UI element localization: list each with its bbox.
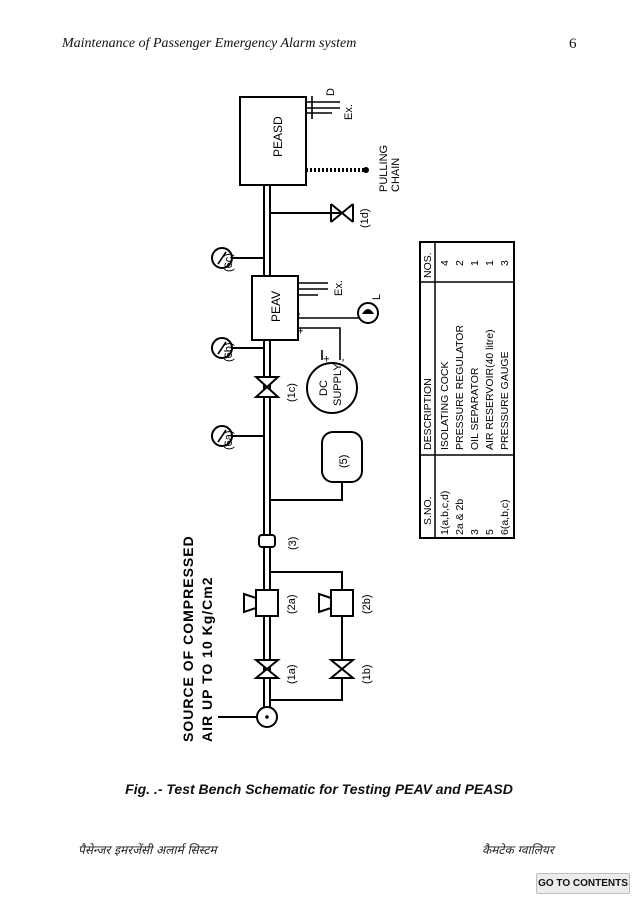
reservoir-pipe [270, 478, 343, 501]
footer-hindi-title: पैसेन्जर इमरजेंसी अलार्म सिस्टम [78, 843, 217, 857]
label-1b: (1b) [361, 664, 373, 684]
dc-plus-terminal: + [321, 356, 333, 362]
lamp-label: L [371, 294, 383, 300]
header-title: Maintenance of Passenger Emergency Alarm… [62, 36, 357, 51]
table-cell-nos: 3 [499, 260, 511, 266]
table-cell-sno: 1(a,b,c,d) [439, 491, 451, 535]
air-reservoir [321, 431, 363, 483]
table-cell-sno: 5 [484, 529, 496, 535]
peav-label: PEAV [269, 291, 283, 322]
table-cell-sno: 2a & 2b [454, 499, 466, 535]
valve-1c [253, 376, 281, 398]
pulling-chain-label-2: CHAIN [390, 158, 402, 192]
valve-1a [253, 659, 281, 679]
wire-peav-dc [298, 327, 341, 360]
table-cell-sno: 6(a,b,c) [499, 499, 511, 535]
peav-plus-terminal: + [295, 328, 307, 334]
regulator-2a [255, 589, 279, 617]
table-header-nos: NOS. [422, 252, 434, 278]
table-cell-desc: PRESSURE GAUGE [499, 351, 511, 450]
table-cell-nos: 1 [484, 260, 496, 266]
dc-supply-label-1: DC [318, 380, 330, 396]
page-number: 6 [569, 36, 577, 52]
figure-caption: Fig. .- Test Bench Schematic for Testing… [125, 781, 513, 797]
parts-table: S.NO. DESCRIPTION NOS. 1(a,b,c,d) ISOLAT… [419, 241, 515, 539]
label-3: (3) [287, 537, 299, 550]
oil-separator [258, 534, 276, 548]
label-6b: (6b) [223, 342, 235, 362]
table-cell-desc: PRESSURE REGULATOR [454, 325, 466, 450]
table-cell-nos: 2 [454, 260, 466, 266]
dc-minus-terminal: - [337, 358, 349, 362]
label-1a: (1a) [286, 664, 298, 684]
table-cell-sno: 3 [469, 529, 481, 535]
label-2b: (2b) [361, 594, 373, 614]
table-cell-desc: OIL SEPARATOR [469, 367, 481, 450]
peasd-box [239, 96, 307, 186]
lamp-fill [362, 309, 374, 314]
regulator-2b-spring [318, 592, 332, 614]
table-header-sno: S.NO. [422, 496, 434, 525]
gauge-6b-needle [217, 341, 227, 355]
footer-hindi-org: कैमटेक ग्वालियर [482, 843, 554, 857]
source-label-line-1: SOURCE OF COMPRESSED [180, 535, 196, 742]
label-6c: (6c) [223, 253, 235, 272]
go-to-contents-button[interactable]: GO TO CONTENTS [536, 873, 630, 894]
peasd-exhaust-label: Ex. [343, 104, 355, 120]
peav-exhaust-label: Ex. [333, 280, 345, 296]
peav-box [251, 275, 299, 341]
gauge-6a-needle [217, 429, 227, 443]
bypass-pipe [270, 571, 343, 701]
label-6a: (6a) [223, 430, 235, 450]
pulling-chain-end [363, 167, 369, 173]
label-1c: (1c) [286, 383, 298, 402]
label-5: (5) [338, 455, 350, 468]
pulling-chain-label-1: PULLING [378, 145, 390, 192]
gauge-6c-needle [217, 251, 227, 265]
label-2a: (2a) [286, 594, 298, 614]
peav-minus-terminal: - [293, 312, 305, 316]
label-1d: (1d) [359, 208, 371, 228]
table-cell-desc: AIR RESERVOIR(40 litre) [484, 329, 496, 450]
dc-supply-label-2: SUPPLY [332, 363, 344, 406]
peasd-label: PEASD [271, 116, 285, 157]
valve-1b [328, 659, 356, 679]
dc-supply [306, 362, 358, 414]
source-label-line-2: AIR UP TO 10 Kg/Cm2 [199, 576, 215, 742]
table-cell-desc: ISOLATING COCK [439, 362, 451, 451]
regulator-2b [330, 589, 354, 617]
table-cell-nos: 1 [469, 260, 481, 266]
table-header-description: DESCRIPTION [422, 378, 434, 450]
valve-1d [330, 203, 354, 223]
regulator-2a-spring [243, 592, 257, 614]
peasd-terminal-label: D [325, 88, 337, 96]
table-cell-nos: 4 [439, 260, 451, 266]
source-dot [265, 715, 269, 719]
